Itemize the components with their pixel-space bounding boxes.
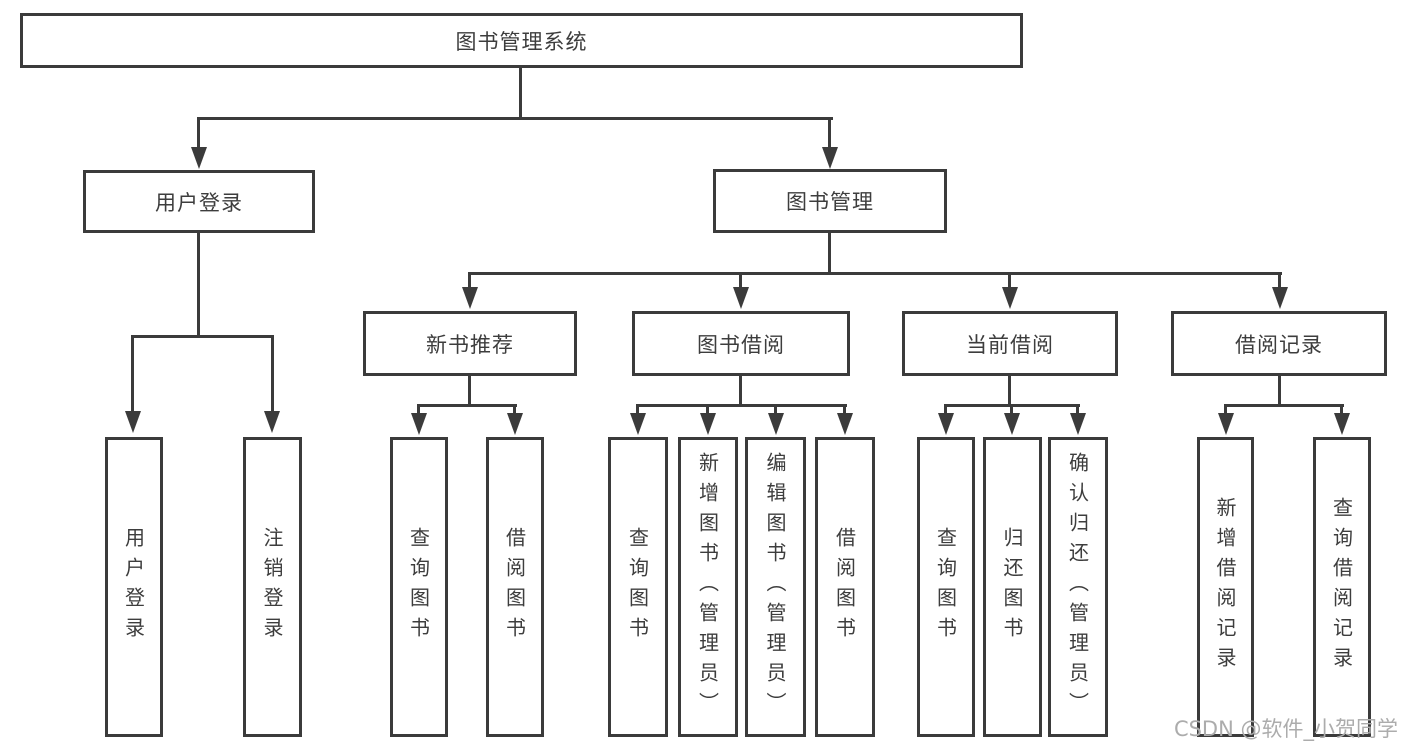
arrow-down bbox=[733, 287, 749, 309]
leaf-add-borrow-record: 新增借阅记录 bbox=[1197, 437, 1254, 737]
connector-borrowing-hline bbox=[636, 404, 847, 407]
arrow-down bbox=[822, 147, 838, 169]
arrow-down bbox=[411, 413, 427, 435]
csdn-watermark: CSDN @软件_小贺同学 bbox=[1173, 717, 1398, 741]
node-label: 新增借阅记录 bbox=[1213, 497, 1237, 677]
connector-bookmgmt-vline bbox=[828, 233, 831, 275]
leaf-query-books-current: 查询图书 bbox=[917, 437, 975, 737]
arrow-down bbox=[1272, 287, 1288, 309]
leaf-user-login: 用户登录 bbox=[105, 437, 163, 737]
node-label: 查询图书 bbox=[625, 527, 650, 647]
connector-stem bbox=[271, 335, 274, 413]
connector-stem bbox=[774, 404, 777, 415]
connector-borrowing-vline bbox=[739, 376, 742, 407]
node-label: 用户登录 bbox=[155, 190, 243, 215]
node-label: 查询图书 bbox=[933, 527, 958, 647]
connector-root-vline bbox=[519, 68, 522, 120]
connector-bookmgmt-hline bbox=[468, 272, 1282, 275]
connector-stem bbox=[1076, 404, 1079, 415]
connector-newrec-vline bbox=[468, 376, 471, 407]
connector-stem bbox=[739, 272, 742, 289]
connector-stem bbox=[843, 404, 846, 415]
node-label: 新书推荐 bbox=[426, 332, 514, 357]
arrow-down bbox=[507, 413, 523, 435]
connector-stem bbox=[1278, 272, 1281, 289]
leaf-edit-books-admin: 编辑图书（管理员） bbox=[745, 437, 806, 737]
arrow-down bbox=[1070, 413, 1086, 435]
connector-stem bbox=[1340, 404, 1343, 415]
connector-stem bbox=[131, 335, 134, 413]
node-label: 图书管理 bbox=[786, 190, 874, 214]
node-label: 编辑图书（管理员） bbox=[763, 452, 787, 722]
node-book-management: 图书管理 bbox=[713, 169, 947, 233]
leaf-query-borrow-record: 查询借阅记录 bbox=[1313, 437, 1371, 737]
connector-root-hline bbox=[198, 117, 833, 120]
connector-stem bbox=[197, 117, 200, 149]
connector-stem bbox=[1224, 404, 1227, 415]
node-label: 借阅图书 bbox=[832, 527, 857, 647]
node-label: 用户登录 bbox=[121, 527, 146, 647]
leaf-logout: 注销登录 bbox=[243, 437, 302, 737]
connector-stem bbox=[1010, 404, 1013, 415]
node-library-system: 图书管理系统 bbox=[20, 13, 1023, 68]
leaf-query-books-borrowing: 查询图书 bbox=[608, 437, 668, 737]
connector-stem bbox=[468, 272, 471, 289]
node-label: 借阅记录 bbox=[1235, 332, 1323, 357]
leaf-return-books: 归还图书 bbox=[983, 437, 1042, 737]
node-label: 查询图书 bbox=[406, 527, 431, 647]
leaf-borrow-books-borrowing: 借阅图书 bbox=[815, 437, 875, 737]
arrow-down bbox=[125, 411, 141, 433]
connector-records-vline bbox=[1278, 376, 1281, 407]
arrow-down bbox=[191, 147, 207, 169]
arrow-down bbox=[1002, 287, 1018, 309]
leaf-confirm-return-admin: 确认归还（管理员） bbox=[1048, 437, 1108, 737]
arrow-down bbox=[1218, 413, 1234, 435]
connector-stem bbox=[706, 404, 709, 415]
connector-newrec-hline bbox=[417, 404, 517, 407]
node-borrowing-records: 借阅记录 bbox=[1171, 311, 1387, 376]
leaf-borrow-books-newrec: 借阅图书 bbox=[486, 437, 544, 737]
arrow-down bbox=[837, 413, 853, 435]
node-label: 归还图书 bbox=[1000, 527, 1024, 647]
node-label: 图书管理系统 bbox=[455, 29, 588, 54]
connector-stem bbox=[417, 404, 420, 415]
node-label: 查询借阅记录 bbox=[1329, 497, 1354, 677]
connector-userlogin-vline bbox=[197, 233, 200, 337]
node-label: 借阅图书 bbox=[502, 527, 527, 647]
node-label: 确认归还（管理员） bbox=[1065, 452, 1090, 722]
arrow-down bbox=[630, 413, 646, 435]
leaf-add-books-admin: 新增图书（管理员） bbox=[678, 437, 738, 737]
arrow-down bbox=[264, 411, 280, 433]
connector-stem bbox=[944, 404, 947, 415]
leaf-query-books-newrec: 查询图书 bbox=[390, 437, 448, 737]
connector-stem bbox=[1008, 272, 1011, 289]
connector-records-hline bbox=[1224, 404, 1344, 407]
connector-current-vline bbox=[1008, 376, 1011, 407]
connector-stem bbox=[636, 404, 639, 415]
node-new-book-recommend: 新书推荐 bbox=[363, 311, 577, 376]
node-label: 注销登录 bbox=[260, 527, 284, 647]
node-current-borrowing: 当前借阅 bbox=[902, 311, 1118, 376]
node-label: 新增图书（管理员） bbox=[695, 452, 720, 722]
arrow-down bbox=[462, 287, 478, 309]
arrow-down bbox=[938, 413, 954, 435]
connector-stem bbox=[513, 404, 516, 415]
node-user-login: 用户登录 bbox=[83, 170, 315, 233]
arrow-down bbox=[768, 413, 784, 435]
arrow-down bbox=[1004, 413, 1020, 435]
node-label: 图书借阅 bbox=[697, 332, 785, 357]
node-label: 当前借阅 bbox=[966, 332, 1054, 357]
arrow-down bbox=[1334, 413, 1350, 435]
arrow-down bbox=[700, 413, 716, 435]
connector-userlogin-hline bbox=[131, 335, 274, 338]
connector-stem bbox=[828, 117, 831, 149]
node-book-borrowing: 图书借阅 bbox=[632, 311, 850, 376]
